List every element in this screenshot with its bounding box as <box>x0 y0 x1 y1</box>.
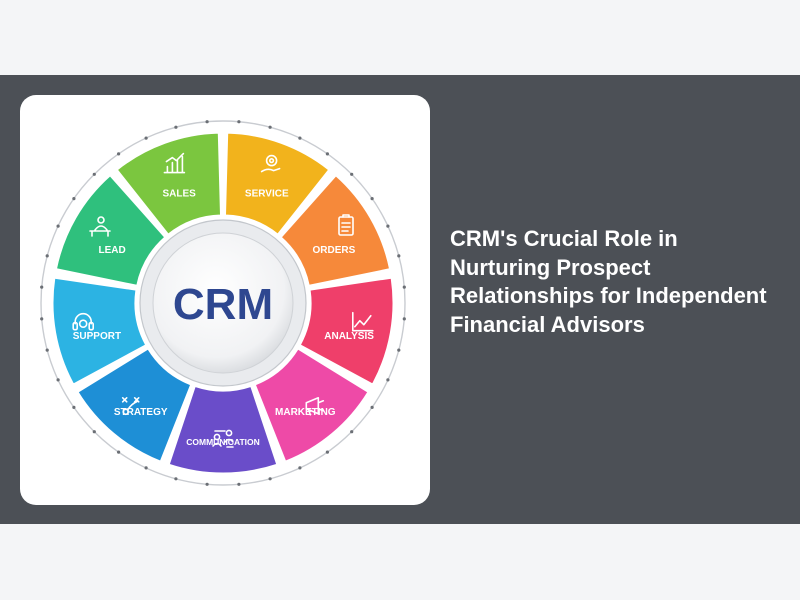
ring-dot <box>45 254 49 258</box>
ring-dot <box>45 348 49 352</box>
segment-marketing: MARKETING <box>254 348 369 462</box>
segment-lead-label: LEAD <box>98 245 125 256</box>
segment-marketing-label: MARKETING <box>275 407 336 418</box>
ring-dot <box>144 136 148 140</box>
crm-wheel-diagram: SERVICE ORDERS ANALYSIS MARKETING COMMUNICAT… <box>40 120 406 486</box>
segment-strategy: STRATEGY <box>77 348 192 462</box>
ring-dot <box>144 466 148 470</box>
segment-service-shape <box>224 132 330 235</box>
segment-lead: LEAD <box>55 175 166 286</box>
ring-dot <box>386 224 390 228</box>
segment-strategy-shape <box>77 348 192 462</box>
banner-band: SERVICE ORDERS ANALYSIS MARKETING COMMUNICAT… <box>0 75 800 524</box>
segment-marketing-shape <box>254 348 369 462</box>
ring-dot <box>174 125 178 129</box>
segment-sales: SALES <box>116 132 222 235</box>
segment-analysis-shape <box>299 277 394 385</box>
ring-dot <box>298 466 302 470</box>
ring-dot <box>298 136 302 140</box>
ring-dot <box>268 125 272 129</box>
headset-icon <box>72 312 95 331</box>
ring-dot <box>370 405 374 409</box>
segment-strategy-label: STRATEGY <box>114 407 168 418</box>
crm-diagram-card: SERVICE ORDERS ANALYSIS MARKETING COMMUNICAT… <box>20 95 430 505</box>
ring-dot <box>117 450 121 454</box>
ring-dot <box>350 172 354 176</box>
ring-dot <box>397 254 401 258</box>
ring-dot <box>237 482 241 486</box>
ring-dot <box>397 348 401 352</box>
ring-dot <box>350 430 354 434</box>
segment-support-label: SUPPORT <box>73 331 121 342</box>
segment-service: SERVICE <box>224 132 330 235</box>
segment-communication-shape <box>168 385 278 474</box>
segment-orders-label: ORDERS <box>313 245 356 256</box>
clipboard-icon <box>338 214 354 236</box>
ring-dot <box>92 172 96 176</box>
ring-dot <box>72 197 76 201</box>
ring-dot <box>386 378 390 382</box>
bar-chart-icon <box>163 152 186 174</box>
ring-dot <box>205 120 209 124</box>
ring-dot <box>40 317 44 321</box>
ring-dot <box>117 152 121 156</box>
ring-dot <box>237 120 241 124</box>
segment-communication-label: COMMUNICATION <box>186 437 260 447</box>
segment-sales-label: SALES <box>163 189 197 200</box>
segment-sales-shape <box>116 132 222 235</box>
ring-dot <box>402 317 406 321</box>
strategy-play-icon <box>121 396 140 416</box>
ring-dot <box>72 405 76 409</box>
ring-dot <box>56 378 60 382</box>
gear-hand-icon <box>260 154 281 173</box>
ring-dot <box>174 477 178 481</box>
ring-dot <box>370 197 374 201</box>
segment-communication: COMMUNICATION <box>168 385 278 474</box>
ring-dot <box>268 477 272 481</box>
segment-support-shape <box>52 277 147 385</box>
ring-dot <box>402 285 406 289</box>
ring-dot <box>40 285 44 289</box>
people-exchange-icon <box>212 429 234 448</box>
segment-analysis-label: ANALYSIS <box>324 331 374 342</box>
segment-service-label: SERVICE <box>245 189 289 200</box>
megaphone-icon <box>305 396 325 416</box>
ring-dot <box>56 224 60 228</box>
person-desk-icon <box>89 216 111 237</box>
headline: CRM's Crucial Role in Nurturing Prospect… <box>450 226 767 337</box>
hub-disc <box>152 232 294 374</box>
segment-orders-shape <box>280 175 391 286</box>
segment-orders: ORDERS <box>280 175 391 286</box>
ring-dot <box>325 152 329 156</box>
segment-support: SUPPORT <box>52 277 147 385</box>
segment-analysis: ANALYSIS <box>299 277 394 385</box>
hub-label: CRM <box>173 280 273 329</box>
outer-ring <box>40 120 406 486</box>
ring-dot <box>92 430 96 434</box>
line-graph-icon <box>351 311 374 332</box>
ring-dot <box>325 450 329 454</box>
ring-dot <box>205 482 209 486</box>
